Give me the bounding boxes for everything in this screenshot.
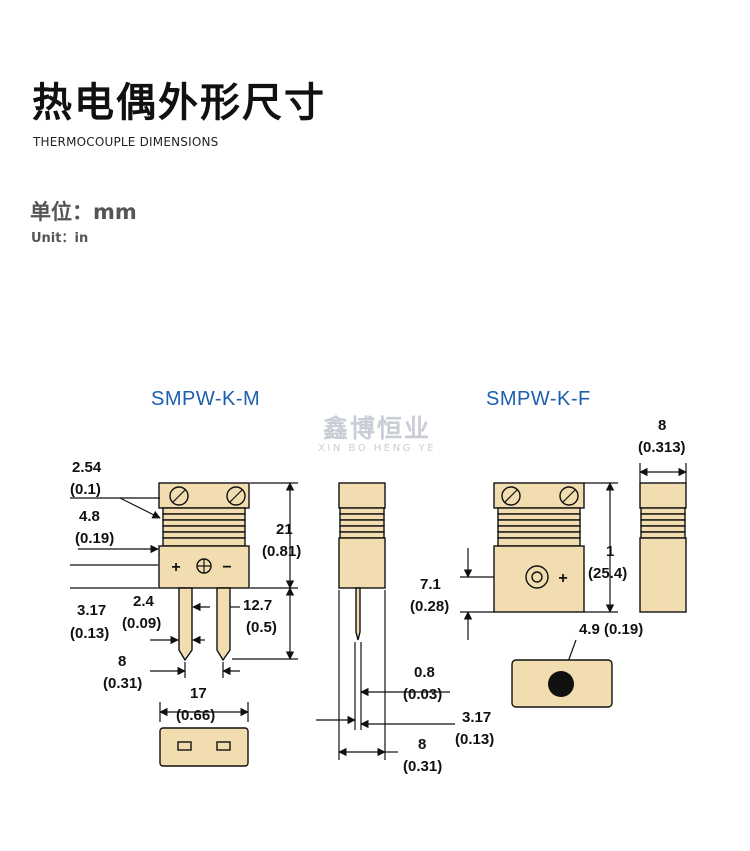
dim-label: 0.8	[414, 664, 435, 681]
female-connector-side: 8 (0.313)	[638, 417, 687, 613]
dim-label: 4.9 (0.19)	[579, 621, 643, 638]
plus-symbol: +	[171, 559, 180, 576]
dim-label: 8	[418, 736, 426, 753]
watermark-cn: 鑫博恒业	[322, 414, 431, 443]
male-pin-plus	[178, 587, 193, 662]
dim-label: (0.13)	[70, 625, 109, 642]
dim-label: 8	[118, 653, 126, 670]
dim-label: (0.19)	[75, 530, 114, 547]
socket-icon	[525, 565, 549, 589]
dim-label: (0.66)	[176, 707, 215, 724]
dim-label: 2.54	[72, 459, 102, 476]
male-front-dimensions: 2.54 (0.1) 4.8 (0.19) 21 (0.81) 12.7 (0.…	[70, 459, 301, 692]
page-title: 热电偶外形尺寸	[32, 80, 326, 126]
unit-label-en: Unit：in	[31, 231, 89, 246]
unit-label: 单位：mm	[30, 200, 137, 224]
dim-label: 8	[658, 417, 666, 434]
watermark-en: XIN BO HENG YE	[318, 443, 436, 454]
male-connector-bottom: 17 (0.66)	[159, 685, 249, 767]
dim-label: (0.1)	[70, 481, 101, 498]
dim-label: (0.31)	[403, 758, 442, 775]
dim-label: (0.81)	[262, 543, 301, 560]
dim-label: 3.17	[77, 602, 106, 619]
dim-label: 7.1	[420, 576, 441, 593]
female-connector-bottom: 4.9 (0.19)	[511, 621, 643, 708]
socket-hole	[548, 671, 574, 697]
female-connector-front: + 1 (25.4) 7.1 (0.28)	[410, 482, 627, 640]
dim-label: (0.03)	[403, 686, 442, 703]
dim-label: (0.13)	[455, 731, 494, 748]
watermark: 鑫博恒业 XIN BO HENG YE	[302, 415, 452, 455]
dim-label: (0.09)	[122, 615, 161, 632]
male-connector-front: + −	[158, 482, 250, 662]
minus-symbol: −	[222, 559, 231, 576]
dim-label: 2.4	[133, 593, 155, 610]
model-label-male: SMPW-K-M	[151, 388, 261, 410]
page-subtitle: THERMOCOUPLE DIMENSIONS	[33, 135, 219, 149]
dim-label: (0.5)	[246, 619, 277, 636]
male-pin-minus	[216, 587, 231, 662]
dim-label: 1	[606, 543, 614, 560]
male-connector-side: 0.8 (0.03) 3.17 (0.13) 8 (0.31)	[316, 482, 494, 775]
dim-label: (0.313)	[638, 439, 686, 456]
dim-label: (25.4)	[588, 565, 627, 582]
plus-symbol: +	[558, 570, 567, 587]
dim-label: (0.28)	[410, 598, 449, 615]
male-bottom-face	[159, 727, 249, 767]
dim-label: 21	[276, 521, 293, 538]
dim-label: 17	[190, 685, 207, 702]
model-label-female: SMPW-K-F	[486, 388, 591, 410]
dim-label: 12.7	[243, 597, 272, 614]
dim-label: (0.31)	[103, 675, 142, 692]
dim-label: 4.8	[79, 508, 100, 525]
dim-label: 3.17	[462, 709, 491, 726]
